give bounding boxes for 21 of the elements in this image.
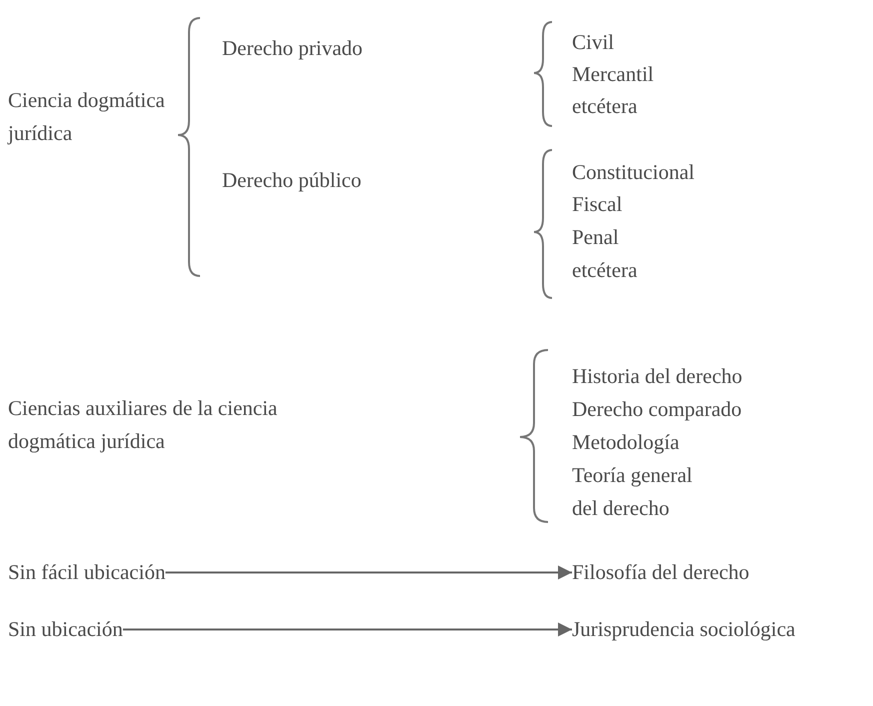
term-text: Filosofía del derecho	[572, 556, 750, 589]
category-label: Historia del derecho	[572, 363, 744, 390]
term-text: Jurisprudencia sociológica	[572, 613, 796, 646]
arrow	[165, 566, 572, 580]
category-label: etcétera	[572, 257, 638, 284]
category-label: Constitucional	[572, 159, 696, 186]
category-label: Derecho comparado	[572, 396, 743, 423]
category-label: Penal	[572, 224, 620, 251]
term-text: Sin ubicación	[8, 613, 123, 646]
category-label: Metodología	[572, 429, 680, 456]
category-label: Fiscal	[572, 191, 624, 218]
arrow	[122, 622, 572, 636]
category-label: Derecho público	[222, 167, 362, 194]
category-label: Mercantil	[572, 61, 655, 88]
category-label: Civil	[572, 29, 616, 56]
category-label: etcétera	[572, 93, 638, 120]
term-text: Sin fácil ubicación	[8, 556, 166, 589]
category-label: Teoría general del derecho	[572, 462, 694, 522]
category-label: Ciencias auxiliares de la ciencia dogmática jurídica	[8, 395, 278, 455]
category-label: Ciencia dogmática jurídica	[8, 87, 166, 147]
category-label: Derecho privado	[222, 35, 364, 62]
